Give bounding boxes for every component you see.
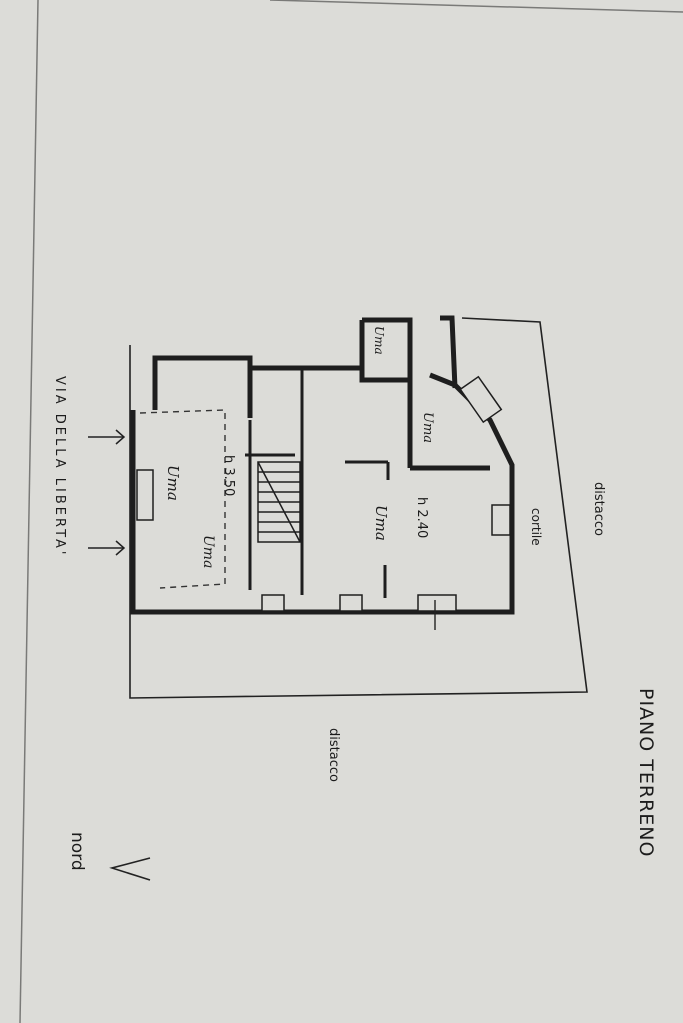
room-label-wc: Uma (420, 412, 435, 443)
courtyard-label: cortile (529, 508, 543, 546)
street-label: VIA DELLA LIBERTA' (52, 376, 67, 557)
staircase (257, 461, 301, 543)
inner-walls (245, 368, 390, 598)
north-arrow-icon (109, 857, 151, 881)
page-border-top (269, 0, 683, 13)
windows (136, 375, 511, 612)
north-label: nord (67, 832, 87, 871)
height-lower-label: h 2.40 (414, 497, 429, 538)
floor-title: PIANO TERRENO (635, 688, 657, 857)
distacco-bottom-label: distacco (326, 728, 341, 782)
room-label-lower: Uma (372, 505, 390, 541)
page-border-left (19, 0, 39, 1023)
room-label-left-b: Uma (200, 535, 216, 568)
distacco-right-label: distacco (591, 482, 606, 536)
entrance-arrows (88, 429, 126, 556)
room-label-left-a: Uma (164, 465, 182, 501)
dashed-area-outline (139, 409, 226, 589)
height-upper-label: h 3.50 (221, 455, 236, 496)
room-label-small: Uma (372, 326, 386, 355)
lot-boundary (129, 317, 588, 699)
building-walls (130, 315, 515, 615)
